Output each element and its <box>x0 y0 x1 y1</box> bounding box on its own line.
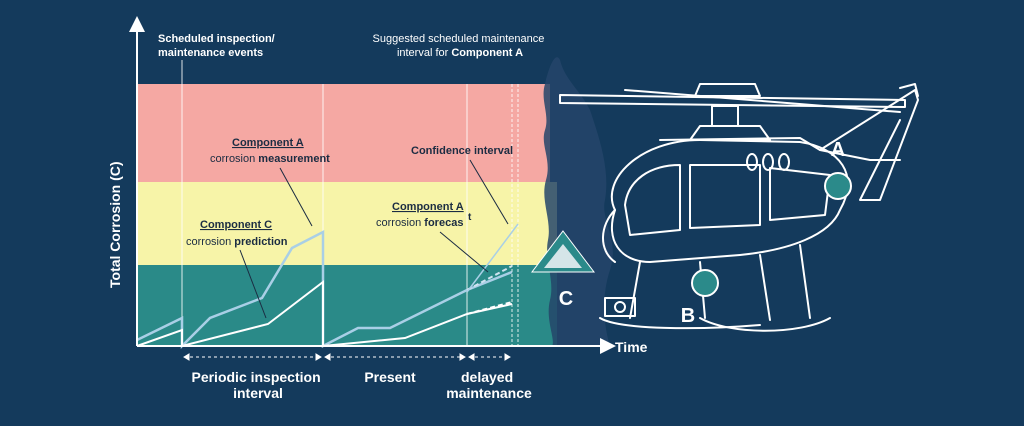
suggested-interval-label: Suggested scheduled maintenance interval… <box>373 33 548 59</box>
zone-red <box>137 84 550 182</box>
helicopter-illustration <box>559 83 919 332</box>
wavy-edge <box>543 57 613 346</box>
y-axis-label: Total Corrosion (C) <box>107 161 123 288</box>
forecast-pointer <box>439 231 489 273</box>
component-c-pointer <box>239 249 267 319</box>
delayed-maintenance-label: delayed maintenance <box>446 369 532 401</box>
marker-b-label: B <box>681 305 695 327</box>
forecast-dashed <box>466 265 513 291</box>
zone-yellow <box>137 182 557 265</box>
marker-b-dot <box>691 269 719 297</box>
component-a-forecast-label: Component A corrosion forecas t <box>376 201 472 229</box>
x-axis-label: Time <box>615 339 648 355</box>
periodic-interval-label: Periodic inspection interval <box>191 369 324 401</box>
component-c-prediction-label: Component C corrosion prediction <box>186 219 288 248</box>
marker-a-dot <box>824 172 852 200</box>
confidence-interval-label: Confidence interval <box>411 145 513 157</box>
bottom-interval-arrows <box>183 353 511 361</box>
confidence-pointer <box>469 159 509 225</box>
scheduled-events-label: Scheduled inspection/ maintenance events <box>158 33 278 59</box>
confidence-interval-line <box>466 223 519 293</box>
present-label: Present <box>364 369 416 385</box>
component-c-prediction-line <box>136 279 513 348</box>
component-a-measurement-label: Component A corrosion measurement <box>210 137 330 165</box>
marker-c-label: C <box>559 288 573 310</box>
component-a-pointer <box>279 167 313 227</box>
marker-a-label: A <box>831 139 845 161</box>
